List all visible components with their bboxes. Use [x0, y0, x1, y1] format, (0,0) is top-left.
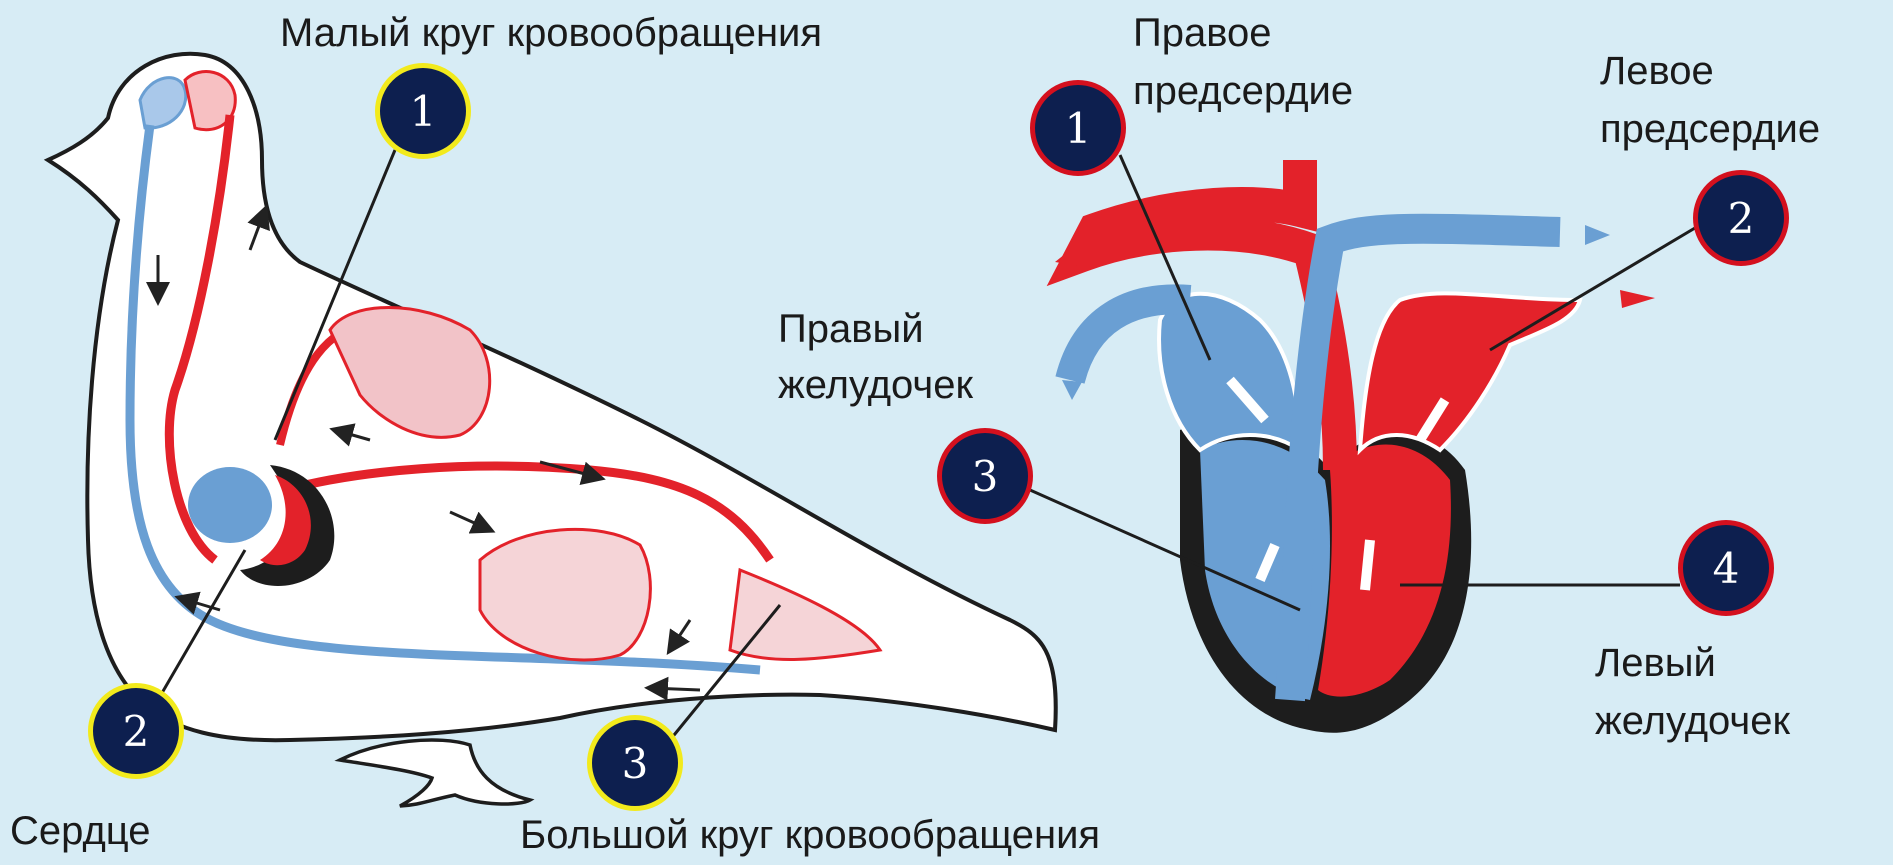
- left-atrium-label-2: предсердие: [1600, 106, 1820, 152]
- left-ventricle-label-2: желудочек: [1595, 698, 1790, 744]
- heart-marker-3: 3: [937, 428, 1033, 524]
- blood-out-arrow-blue: [1585, 225, 1610, 245]
- big-circle-label: Большой круг кровообращения: [520, 812, 1100, 858]
- bird-marker-3: 3: [587, 715, 683, 811]
- bird-foot: [340, 740, 530, 806]
- bird-heart-right: [188, 467, 272, 543]
- right-atrium-label-1: Правое: [1133, 10, 1272, 56]
- left-ventricle-label-1: Левый: [1595, 640, 1716, 686]
- small-circle-label: Малый круг кровообращения: [280, 10, 822, 56]
- bird-marker-2: 2: [88, 683, 184, 779]
- heart-marker-1: 1: [1030, 80, 1126, 176]
- right-atrium: [1159, 294, 1300, 450]
- flow-arrow-white: [1365, 540, 1370, 590]
- right-ventricle-label-2: желудочек: [778, 362, 973, 408]
- bird-illustration: [48, 54, 1056, 806]
- blood-in-arrow: [1620, 290, 1655, 308]
- heart-label: Сердце: [10, 808, 151, 854]
- right-atrium-label-2: предсердие: [1133, 68, 1353, 114]
- heart-marker-2: 2: [1693, 170, 1789, 266]
- right-ventricle-label-1: Правый: [778, 306, 924, 352]
- flow-arrow: [650, 688, 700, 690]
- blood-in-arrow-blue: [1062, 380, 1082, 400]
- heart-marker-4: 4: [1678, 520, 1774, 616]
- left-atrium-label-1: Левое: [1600, 48, 1714, 94]
- bird-marker-1: 1: [375, 63, 471, 159]
